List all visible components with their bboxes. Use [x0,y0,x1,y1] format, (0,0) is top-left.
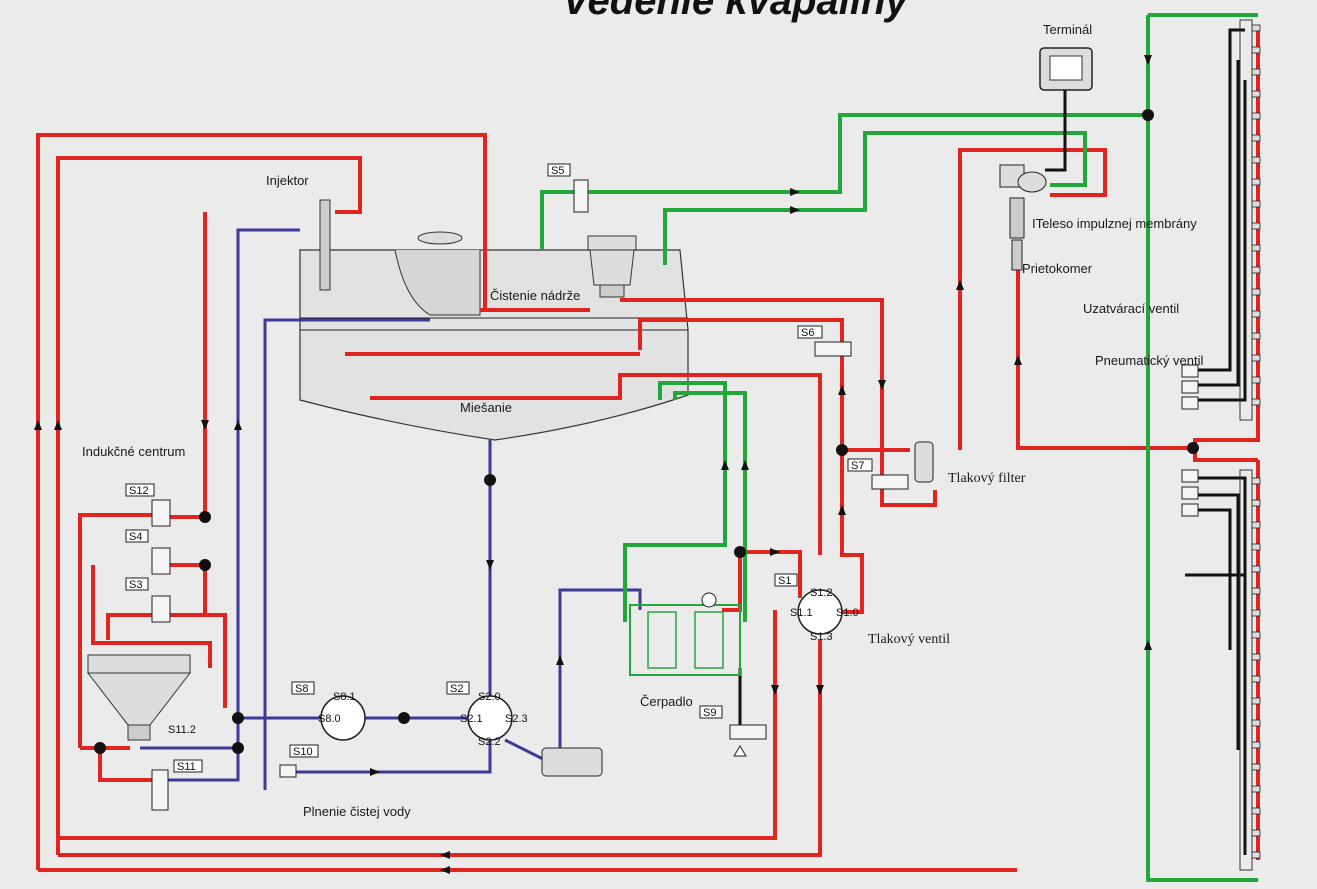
nozzle-icon [1251,178,1261,186]
label-prietokomer: Prietokomer [1022,261,1093,276]
induction-hopper: S11.2 [86,654,196,741]
nozzle-icon [1251,653,1261,661]
tag-s5: S5 [551,165,564,177]
nozzle-icon [1251,244,1261,252]
nozzle-icon [1251,851,1261,859]
nozzle-icon [1251,477,1261,485]
nozzle-icon [1251,631,1261,639]
valve-s12[interactable]: S12 [125,483,171,527]
tag-s11: S11 [177,761,196,773]
nozzle-icon [1251,587,1261,595]
port-s1-2: S1.2 [810,587,833,599]
valve-s9[interactable]: S9 [699,705,767,757]
nozzle-icon [1251,499,1261,507]
nozzle-icon [1251,829,1261,837]
flow-arrows [34,55,1152,874]
port-s1-0: S1.0 [836,607,859,619]
nozzle-icon [1251,719,1261,727]
port-s2-3: S2.3 [505,713,528,725]
nozzle-icon [1251,222,1261,230]
nozzle-icon [1251,310,1261,318]
nozzle-icon [1251,134,1261,142]
nozzle-icon [1251,24,1261,32]
tag-s3: S3 [129,579,142,591]
main-tank [299,199,689,441]
boom-section-valves [1181,19,1261,871]
nozzle-icon [1251,46,1261,54]
nozzle-icon [1251,543,1261,551]
label-injektor: Injektor [266,173,309,188]
port-s2-2: S2.2 [478,736,501,748]
valve-s6[interactable]: S6 [797,325,852,357]
terminal-unit [1039,47,1093,91]
tag-s10: S10 [293,746,313,758]
nozzle-icon [1251,156,1261,164]
valve-s7[interactable]: S7 [847,441,934,490]
control-lines [738,28,1247,855]
port-s1-1: S1.1 [790,607,813,619]
nozzle-icon [1251,112,1261,120]
valve-s1[interactable]: S1 S1.2 S1.1 S1.3 S1.0 [774,573,859,643]
pressure-lines [36,30,1260,872]
nozzle-icon [1251,565,1261,573]
nozzle-icon [1251,521,1261,529]
diagram-title: Vedenie kvapaliny [562,0,909,23]
port-s8-0: S8.0 [318,713,341,725]
nozzle-icon [1251,288,1261,296]
port-s8-1: S8.1 [333,691,356,703]
flowmeter-assembly [999,164,1047,271]
nozzle-icon [1251,609,1261,617]
label-plnenie: Plnenie čistej vody [303,804,411,819]
label-cerpadlo: Čerpadlo [640,694,693,709]
junctions [94,109,1199,754]
valve-s4[interactable]: S4 [125,529,171,575]
nozzle-icon [1251,200,1261,208]
label-tlakovy-filter: Tlakový filter [948,471,1026,486]
nozzle-icon [1251,90,1261,98]
nozzle-icon [1251,741,1261,749]
valve-s10[interactable]: S10 [279,744,319,778]
tag-s1: S1 [778,575,791,587]
nozzle-icon [1251,332,1261,340]
label-uzatvaraci: Uzatvárací ventil [1083,301,1179,316]
nozzle-icon [1251,697,1261,705]
valve-s3[interactable]: S3 [125,577,171,623]
port-s1-3: S1.3 [810,631,833,643]
nozzle-icon [1251,675,1261,683]
port-s2-1: S2.1 [460,713,483,725]
nozzle-icon [1251,376,1261,384]
label-tlakovy-ventil: Tlakový ventil [868,632,950,647]
tag-s4: S4 [129,531,142,543]
label-teleso: ITeleso impulznej membrány [1032,216,1197,231]
nozzle-icon [1251,763,1261,771]
nozzle-icon [1251,68,1261,76]
valve-s2[interactable]: S2 S2.0 S2.1 S2.2 S2.3 [446,681,528,748]
valve-s8[interactable]: S8 S8.1 S8.0 [291,681,366,741]
label-indukcne: Indukčné centrum [82,444,185,459]
pump-unit [629,592,741,676]
valve-s5[interactable]: S5 [547,163,589,213]
tag-s12: S12 [129,485,149,497]
label-terminal: Terminál [1043,22,1092,37]
nozzle-icon [1251,266,1261,274]
tag-s8: S8 [295,683,308,695]
tag-s6: S6 [801,327,814,339]
label-cistenie: Čistenie nádrže [490,288,580,303]
port-s11-2: S11.2 [168,724,196,736]
nozzle-icon [1251,785,1261,793]
nozzle-icon [1251,354,1261,362]
tag-s7: S7 [851,460,864,472]
nozzle-icon [1251,807,1261,815]
label-miesanie: Miešanie [460,400,512,415]
motor-unit [541,747,603,777]
nozzle-icon [1251,398,1261,406]
valve-s11[interactable]: S11 [151,759,203,811]
tag-s9: S9 [703,707,716,719]
tag-s2: S2 [450,683,463,695]
port-s2-0: S2.0 [478,691,501,703]
label-pneumaticky: Pneumatický ventil [1095,353,1203,368]
